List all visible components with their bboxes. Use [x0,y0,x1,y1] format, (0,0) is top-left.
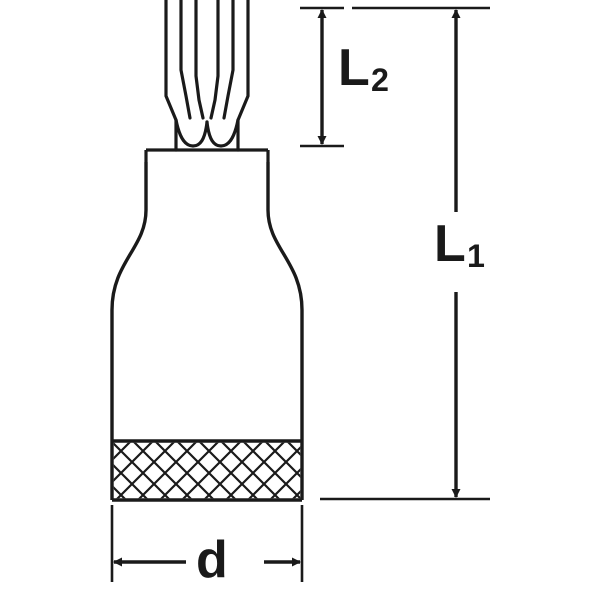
dimension-label-l1-base: L [434,215,466,273]
dimension-label-l2-base: L [338,39,370,97]
dimension-label-l1-subscript: 1 [467,237,485,274]
dimension-label-l2-subscript: 2 [371,61,389,98]
knurled-band [113,442,301,499]
torx-tip-outline [164,0,250,152]
dimension-label-d-base: d [196,531,228,589]
dimension-label-d: d [196,534,229,586]
socket-body-outline [110,162,304,502]
label-mask-l1 [428,212,532,292]
dimension-label-l2: L2 [338,39,389,97]
dimension-L2 [300,6,344,148]
label-mask-l2 [330,36,426,114]
label-mask-d [186,528,264,596]
tip-collar [144,148,270,162]
dimension-label-l1: L1 [434,215,485,273]
